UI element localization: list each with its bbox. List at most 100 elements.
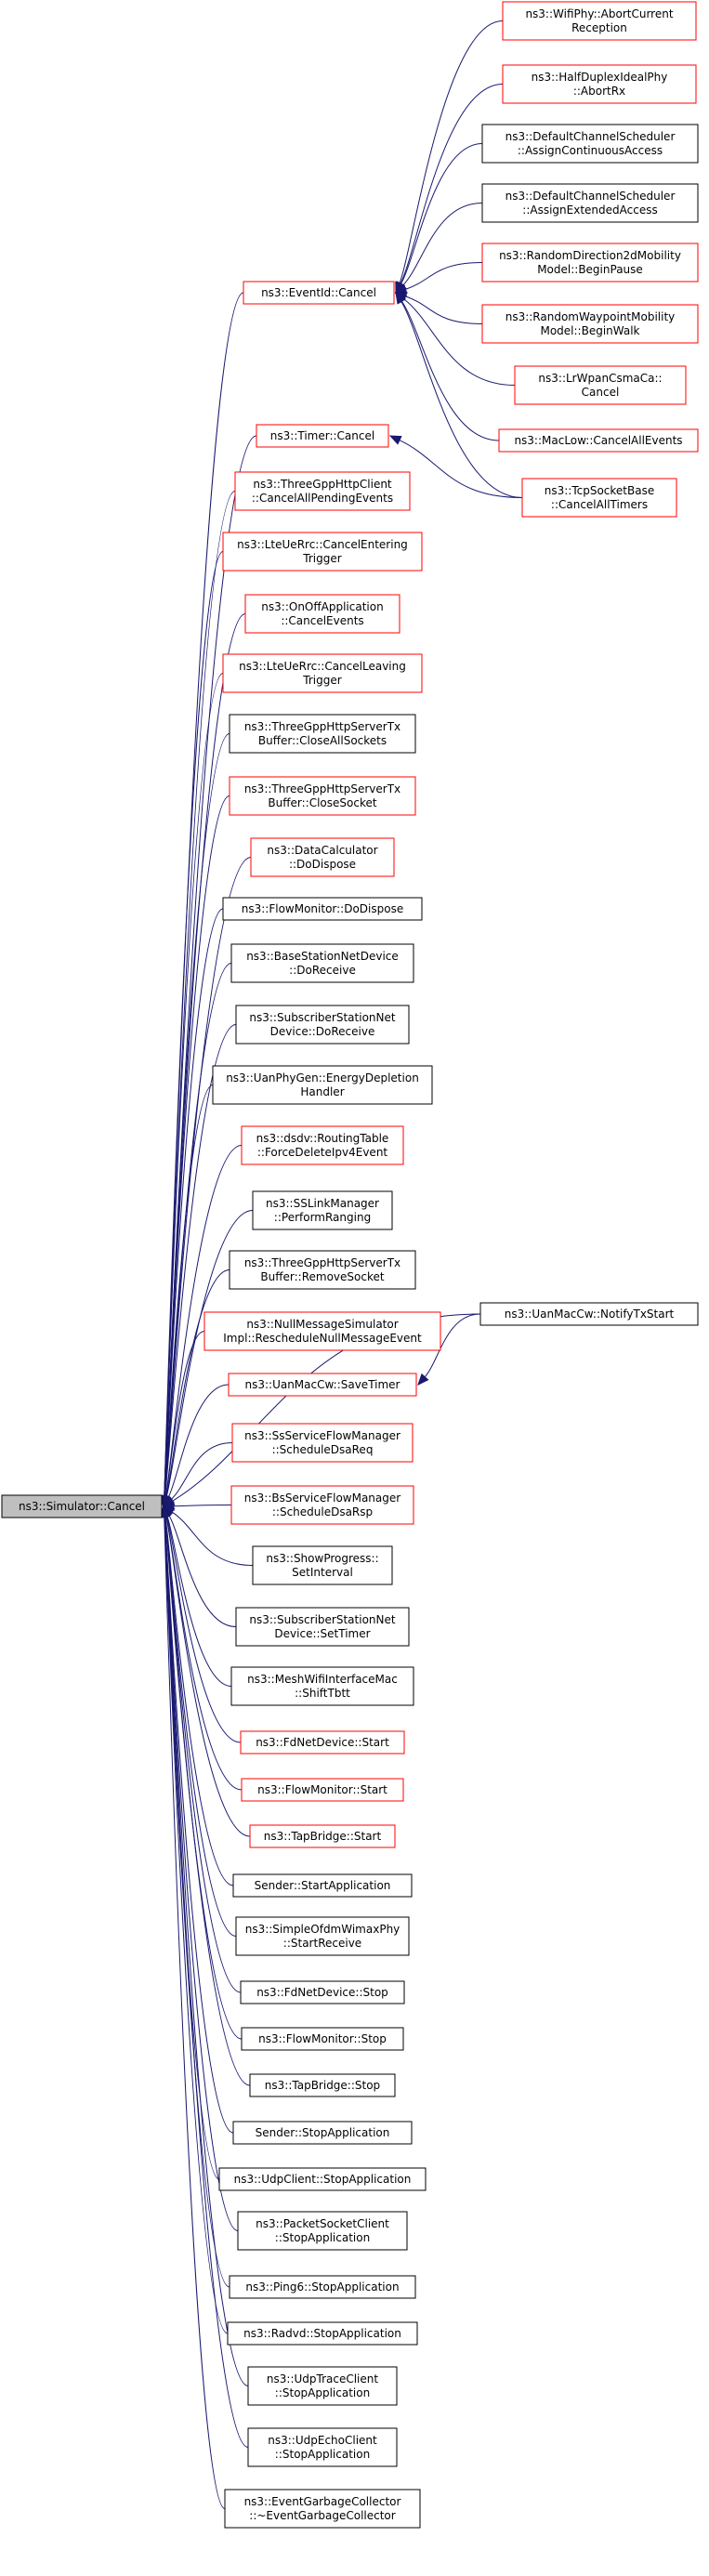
node-box-udpclient-stop[interactable]	[218, 2167, 427, 2191]
node-box-ss-settimer[interactable]	[235, 1607, 410, 1647]
node-box-flowmon-start[interactable]	[241, 1778, 404, 1802]
node-box-timer-cancel[interactable]	[256, 424, 389, 448]
node-eventgc[interactable]: ns3::EventGarbageCollector::~EventGarbag…	[224, 2489, 421, 2529]
node-box-tcp-cancelall[interactable]	[521, 478, 677, 518]
node-http-closesocket[interactable]: ns3::ThreeGppHttpServerTxBuffer::CloseSo…	[229, 776, 416, 816]
node-box-lrwpan-cancel[interactable]	[514, 365, 687, 405]
node-box-radvd-stop[interactable]	[227, 2321, 418, 2346]
node-box-ping6-stop[interactable]	[229, 2275, 416, 2299]
node-box-ss-scheduledsareq[interactable]	[231, 1423, 414, 1463]
node-rwm-beginwalk[interactable]: ns3::RandomWaypointMobilityModel::BeginW…	[481, 304, 699, 344]
node-root[interactable]: ns3::Simulator::Cancel	[1, 1494, 163, 1518]
node-box-flowmon-stop[interactable]	[241, 2027, 404, 2051]
node-fdnet-start[interactable]: ns3::FdNetDevice::Start	[240, 1730, 405, 1755]
node-box-datacalc-dispose[interactable]	[250, 837, 395, 877]
node-box-sender-stopapp[interactable]	[232, 2121, 413, 2145]
node-dcs-continuous[interactable]: ns3::DefaultChannelScheduler::AssignCont…	[481, 124, 699, 164]
node-box-dcs-continuous[interactable]	[481, 124, 699, 164]
node-tapbridge-start[interactable]: ns3::TapBridge::Start	[249, 1824, 396, 1848]
node-box-udpecho-stop[interactable]	[247, 2427, 398, 2467]
node-radvd-stop[interactable]: ns3::Radvd::StopApplication	[227, 2321, 418, 2346]
node-box-uanmac-notify[interactable]	[479, 1302, 699, 1326]
node-box-showprogress[interactable]	[252, 1545, 393, 1585]
node-meshwifi-shift[interactable]: ns3::MeshWifiInterfaceMac::ShiftTbtt	[230, 1666, 414, 1706]
node-lrwpan-cancel[interactable]: ns3::LrWpanCsmaCa::Cancel	[514, 365, 687, 405]
node-dcs-extended[interactable]: ns3::DefaultChannelScheduler::AssignExte…	[481, 183, 699, 223]
node-box-bs-doreceive[interactable]	[230, 943, 414, 983]
node-sender-stopapp[interactable]: Sender::StopApplication	[232, 2121, 413, 2145]
node-box-sender-startapp[interactable]	[232, 1873, 413, 1898]
node-box-halfduplex[interactable]	[502, 64, 697, 104]
node-flowmon-stop[interactable]: ns3::FlowMonitor::Stop	[241, 2027, 404, 2051]
node-box-fdnet-stop[interactable]	[240, 1980, 405, 2004]
node-box-lte-cancelentering[interactable]	[222, 532, 423, 572]
node-box-http-removesocket[interactable]	[229, 1250, 416, 1290]
node-halfduplex[interactable]: ns3::HalfDuplexIdealPhy::AbortRx	[502, 64, 697, 104]
node-ss-scheduledsareq[interactable]: ns3::SsServiceFlowManager::ScheduleDsaRe…	[231, 1423, 414, 1463]
node-eventid-cancel[interactable]: ns3::EventId::Cancel	[243, 281, 395, 305]
node-uanmac-savetimer[interactable]: ns3::UanMacCw::SaveTimer	[228, 1373, 417, 1397]
node-box-http-cancelpending[interactable]	[234, 471, 411, 511]
node-rd2d-beginpause[interactable]: ns3::RandomDirection2dMobilityModel::Beg…	[481, 243, 699, 283]
node-box-rd2d-beginpause[interactable]	[481, 243, 699, 283]
node-box-tapbridge-stop[interactable]	[249, 2073, 396, 2097]
node-box-simpleofdm[interactable]	[235, 1916, 410, 1956]
node-simpleofdm[interactable]: ns3::SimpleOfdmWimaxPhy::StartReceive	[235, 1916, 410, 1956]
node-box-http-closeall[interactable]	[229, 714, 416, 754]
node-box-flowmon-dispose[interactable]	[222, 897, 423, 921]
node-box-eventgc[interactable]	[224, 2489, 421, 2529]
node-bs-doreceive[interactable]: ns3::BaseStationNetDevice::DoReceive	[230, 943, 414, 983]
node-box-dcs-extended[interactable]	[481, 183, 699, 223]
node-box-onoff-cancelevents[interactable]	[244, 594, 400, 634]
node-ss-settimer[interactable]: ns3::SubscriberStationNetDevice::SetTime…	[235, 1607, 410, 1647]
node-showprogress[interactable]: ns3::ShowProgress::SetInterval	[252, 1545, 393, 1585]
node-fdnet-stop[interactable]: ns3::FdNetDevice::Stop	[240, 1980, 405, 2004]
node-tapbridge-stop[interactable]: ns3::TapBridge::Stop	[249, 2073, 396, 2097]
node-box-uanphygen[interactable]	[212, 1065, 433, 1105]
node-box-sslink-ranging[interactable]	[252, 1190, 393, 1230]
node-box-root[interactable]	[1, 1494, 163, 1518]
node-uanmac-notify[interactable]: ns3::UanMacCw::NotifyTxStart	[479, 1302, 699, 1326]
node-flowmon-start[interactable]: ns3::FlowMonitor::Start	[241, 1778, 404, 1802]
node-box-http-closesocket[interactable]	[229, 776, 416, 816]
node-box-meshwifi-shift[interactable]	[230, 1666, 414, 1706]
node-box-eventid-cancel[interactable]	[243, 281, 395, 305]
node-sslink-ranging[interactable]: ns3::SSLinkManager::PerformRanging	[252, 1190, 393, 1230]
node-sender-startapp[interactable]: Sender::StartApplication	[232, 1873, 413, 1898]
node-udpclient-stop[interactable]: ns3::UdpClient::StopApplication	[218, 2167, 427, 2191]
node-onoff-cancelevents[interactable]: ns3::OnOffApplication::CancelEvents	[244, 594, 400, 634]
node-box-bs-scheduledsarsp[interactable]	[230, 1485, 414, 1525]
node-dsdv-force[interactable]: ns3::dsdv::RoutingTable::ForceDeleteIpv4…	[241, 1125, 404, 1165]
node-box-maclow[interactable]	[498, 428, 699, 453]
node-flowmon-dispose[interactable]: ns3::FlowMonitor::DoDispose	[222, 897, 423, 921]
node-box-wifiphy[interactable]	[502, 1, 697, 41]
node-box-rwm-beginwalk[interactable]	[481, 304, 699, 344]
node-ping6-stop[interactable]: ns3::Ping6::StopApplication	[229, 2275, 416, 2299]
node-bs-scheduledsarsp[interactable]: ns3::BsServiceFlowManager::ScheduleDsaRs…	[230, 1485, 414, 1525]
node-maclow[interactable]: ns3::MacLow::CancelAllEvents	[498, 428, 699, 453]
node-box-nullmsg[interactable]	[204, 1311, 441, 1351]
node-ss-doreceive[interactable]: ns3::SubscriberStationNetDevice::DoRecei…	[235, 1005, 410, 1045]
node-box-lte-cancelleaving[interactable]	[222, 653, 423, 693]
node-box-uanmac-savetimer[interactable]	[228, 1373, 417, 1397]
node-box-tapbridge-start[interactable]	[249, 1824, 396, 1848]
node-http-cancelpending[interactable]: ns3::ThreeGppHttpClient::CancelAllPendin…	[234, 471, 411, 511]
node-http-removesocket[interactable]: ns3::ThreeGppHttpServerTxBuffer::RemoveS…	[229, 1250, 416, 1290]
node-udpecho-stop[interactable]: ns3::UdpEchoClient::StopApplication	[247, 2427, 398, 2467]
node-timer-cancel[interactable]: ns3::Timer::Cancel	[256, 424, 389, 448]
node-box-packetsocket-stop[interactable]	[237, 2211, 408, 2251]
node-box-ss-doreceive[interactable]	[235, 1005, 410, 1045]
node-http-closeall[interactable]: ns3::ThreeGppHttpServerTxBuffer::CloseAl…	[229, 714, 416, 754]
node-packetsocket-stop[interactable]: ns3::PacketSocketClient::StopApplication	[237, 2211, 408, 2251]
node-datacalc-dispose[interactable]: ns3::DataCalculator::DoDispose	[250, 837, 395, 877]
node-nullmsg[interactable]: ns3::NullMessageSimulatorImpl::Reschedul…	[204, 1311, 441, 1351]
node-box-dsdv-force[interactable]	[241, 1125, 404, 1165]
node-box-fdnet-start[interactable]	[240, 1730, 405, 1755]
node-tcp-cancelall[interactable]: ns3::TcpSocketBase::CancelAllTimers	[521, 478, 677, 518]
node-box-udptrace-stop[interactable]	[247, 2366, 398, 2406]
node-udptrace-stop[interactable]: ns3::UdpTraceClient::StopApplication	[247, 2366, 398, 2406]
